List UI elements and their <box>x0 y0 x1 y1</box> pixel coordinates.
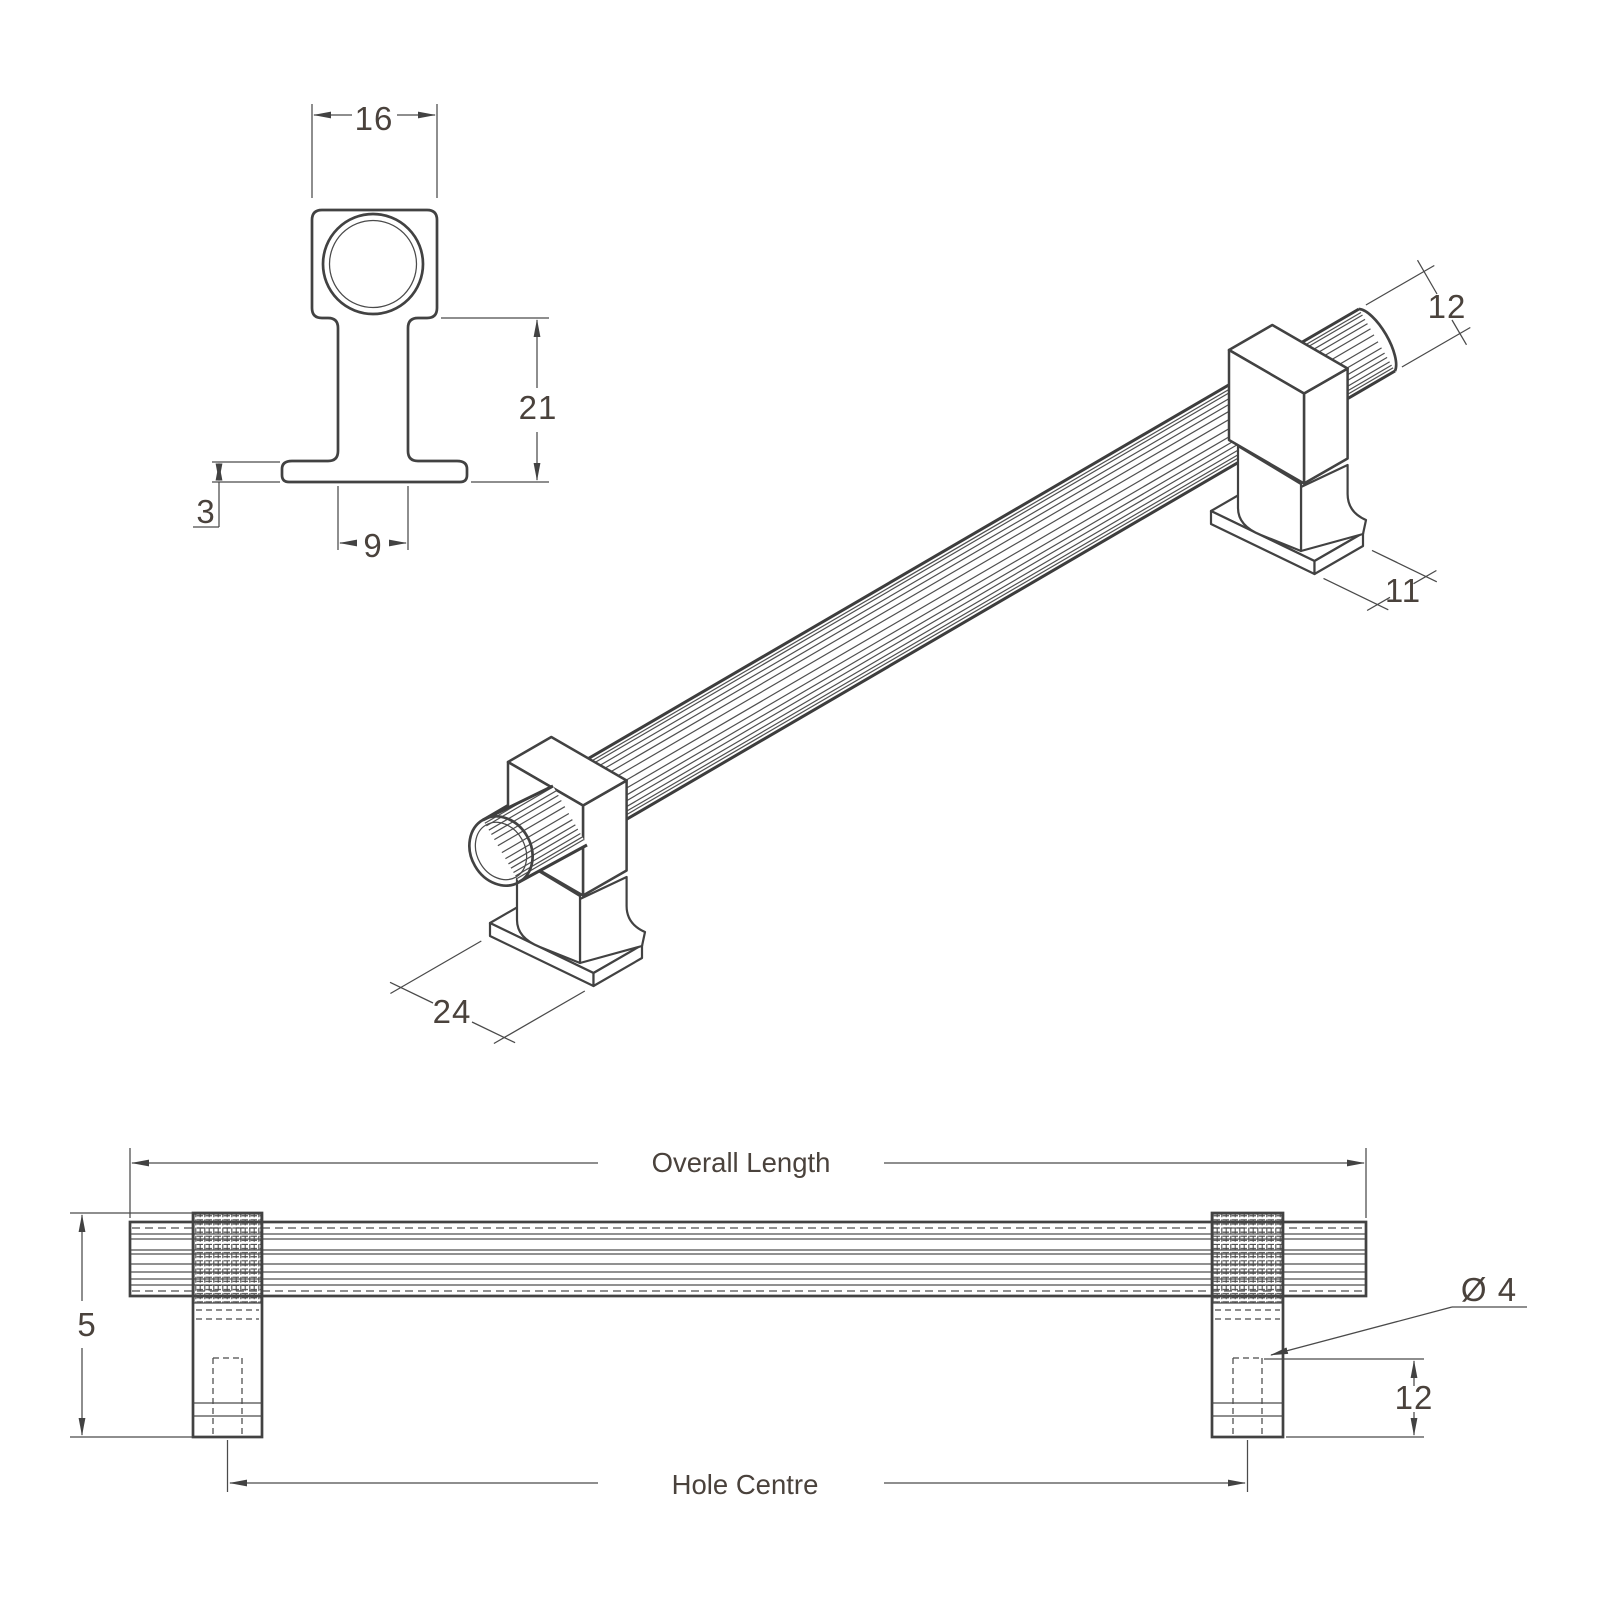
dim-stem-width-value: 9 <box>363 527 382 564</box>
dim-stem-width: 9 <box>337 486 409 564</box>
dim-overall-height-value: 21 <box>519 389 558 426</box>
dim-head-width-value: 16 <box>355 100 394 137</box>
dim-screw-depth-value: 12 <box>1395 1379 1434 1416</box>
dim-overall-length: Overall Length <box>129 1147 1367 1218</box>
elevation-bar <box>128 1220 1368 1298</box>
hole-centre-label: Hole Centre <box>672 1469 819 1500</box>
overall-length-label: Overall Length <box>652 1147 831 1178</box>
bar-end-cut <box>1358 307 1398 372</box>
elevation-view: Overall Length 5 Hole Centre Ø 4 <box>70 1147 1527 1500</box>
dim-foot-width: 11 <box>1323 549 1438 612</box>
dim-screw-depth: 12 <box>1264 1358 1434 1438</box>
elevation-right-post <box>1210 1211 1285 1439</box>
dim-foot-length: 24 <box>389 940 586 1045</box>
bar-front-cap-inner <box>474 821 528 881</box>
dim-base-thickness: 3 <box>193 461 280 530</box>
dim-screw-diameter-value: Ø 4 <box>1461 1271 1517 1308</box>
bar-front-cap <box>468 815 534 887</box>
elevation-bar-flutes <box>131 1227 1365 1292</box>
dim-handle-height: 5 <box>70 1212 193 1438</box>
dim-base-thickness-value: 3 <box>196 493 215 530</box>
dim-overall-height: 21 <box>441 317 558 483</box>
end-view-outline <box>280 208 469 484</box>
dim-foot-width-value: 11 <box>1385 572 1421 609</box>
dim-bar-diameter-value: 12 <box>1428 288 1467 325</box>
dim-head-width: 16 <box>311 100 438 198</box>
dim-bar-diameter: 12 <box>1365 259 1471 368</box>
dim-handle-height-value: 5 <box>77 1306 96 1343</box>
dim-screw-diameter: Ø 4 <box>1270 1271 1527 1356</box>
end-view: 16 21 3 9 <box>193 100 558 564</box>
isometric-view: 12 11 24 <box>389 259 1471 1045</box>
bar-flute-circle <box>328 219 418 309</box>
elevation-left-post <box>191 1211 264 1439</box>
dim-hole-centre: Hole Centre <box>226 1440 1249 1500</box>
dim-foot-length-value: 24 <box>433 993 472 1030</box>
bar-bore-circle <box>321 212 425 316</box>
